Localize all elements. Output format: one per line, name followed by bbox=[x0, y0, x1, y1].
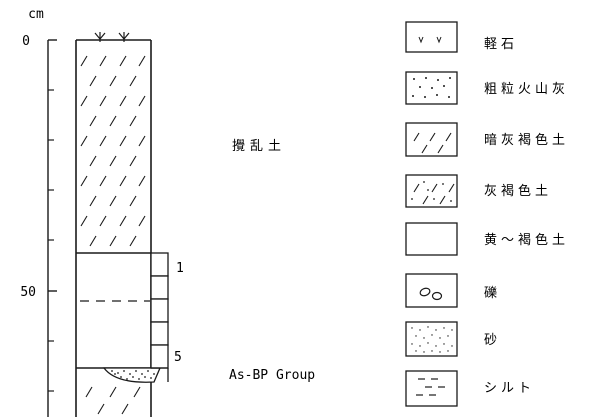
legend-item-pumice: 軽石 bbox=[405, 21, 518, 53]
sand-icon bbox=[405, 321, 458, 357]
sample-number-1: 1 bbox=[176, 261, 184, 276]
legend-item-grayish-brown-soil: 灰褐色土 bbox=[405, 174, 552, 208]
disturbed-soil-layer bbox=[76, 40, 151, 253]
dark-grayish-brown-soil-icon bbox=[405, 122, 458, 157]
legend-item-sand: 砂 bbox=[405, 321, 497, 357]
axis-tick-label-0: 0 bbox=[22, 34, 30, 49]
layer-label-disturbed-soil: 攪乱土 bbox=[232, 139, 286, 154]
legend-item-gravel: 礫 bbox=[405, 273, 497, 308]
legend-item-silt: シルト bbox=[405, 370, 535, 407]
legend-label: 軽石 bbox=[484, 37, 518, 52]
legend-label: 粗粒火山灰 bbox=[484, 82, 569, 97]
legend-item-dark-grayish-brown-soil: 暗灰褐色土 bbox=[405, 122, 569, 157]
legend-label: 礫 bbox=[484, 285, 497, 301]
pumice-icon bbox=[405, 21, 458, 53]
legend-label: シルト bbox=[484, 381, 535, 396]
legend-label: 暗灰褐色土 bbox=[484, 132, 569, 148]
legend-label: 灰褐色土 bbox=[484, 183, 552, 199]
axis-unit: cm bbox=[28, 7, 44, 22]
sample-number-5: 5 bbox=[174, 350, 182, 365]
legend-item-coarse-volcanic-ash: 粗粒火山灰 bbox=[405, 71, 569, 105]
axis-tick-label-50: 50 bbox=[20, 285, 36, 300]
legend-item-yellow-brown-soil: 黄～褐色土 bbox=[405, 222, 569, 256]
yellow-brown-soil-icon bbox=[405, 222, 458, 256]
bottom-hatched-layer bbox=[85, 386, 141, 415]
legend-label: 砂 bbox=[484, 333, 497, 348]
legend-label: 黄～褐色土 bbox=[484, 232, 569, 248]
soil-column: 1 5 bbox=[75, 32, 184, 417]
sand-lens bbox=[102, 367, 161, 383]
depth-axis: cm 0 50 bbox=[20, 7, 57, 417]
sample-boxes bbox=[150, 252, 169, 382]
gravel-icon bbox=[405, 273, 458, 308]
layer-label-as-bp-group: As-BP Group bbox=[229, 368, 315, 383]
legend: 軽石 粗粒火山灰 暗灰褐色土 bbox=[405, 21, 569, 407]
grayish-brown-soil-icon bbox=[405, 174, 458, 208]
axis-minor-ticks bbox=[48, 39, 57, 392]
coarse-volcanic-ash-icon bbox=[405, 71, 458, 105]
silt-icon bbox=[405, 370, 458, 407]
